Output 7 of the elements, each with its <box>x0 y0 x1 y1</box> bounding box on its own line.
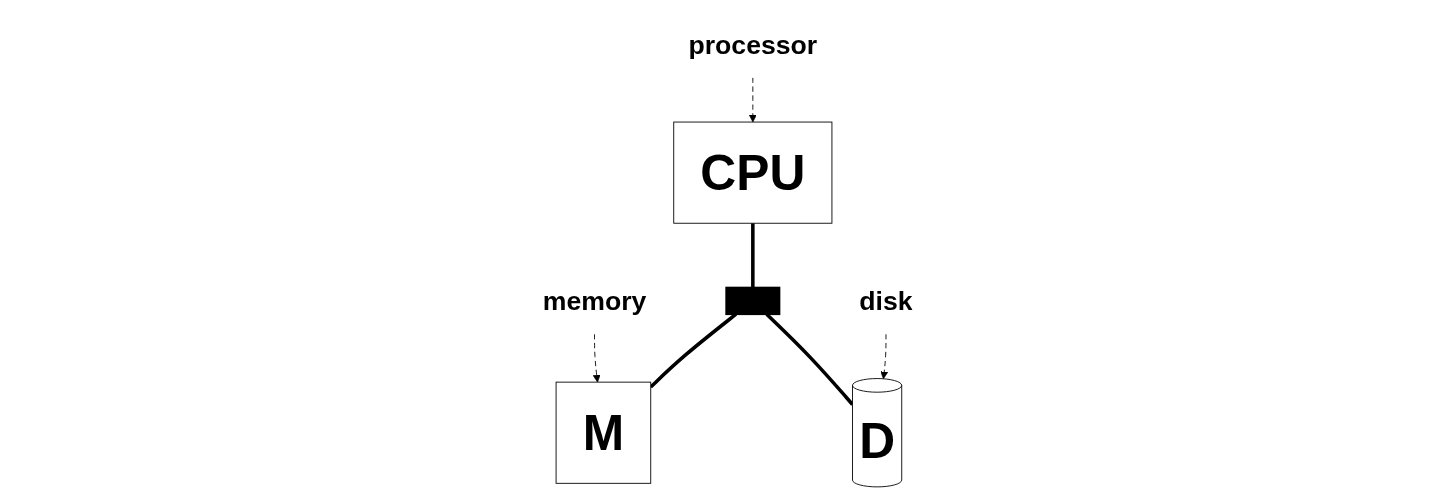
node-box: CPU <box>673 121 833 224</box>
node-text: memory <box>542 286 647 316</box>
node-box: M <box>555 381 651 484</box>
node-text: processor <box>688 29 818 60</box>
node-text: disk <box>859 286 913 316</box>
node-bar <box>725 286 781 316</box>
connector <box>750 223 755 288</box>
